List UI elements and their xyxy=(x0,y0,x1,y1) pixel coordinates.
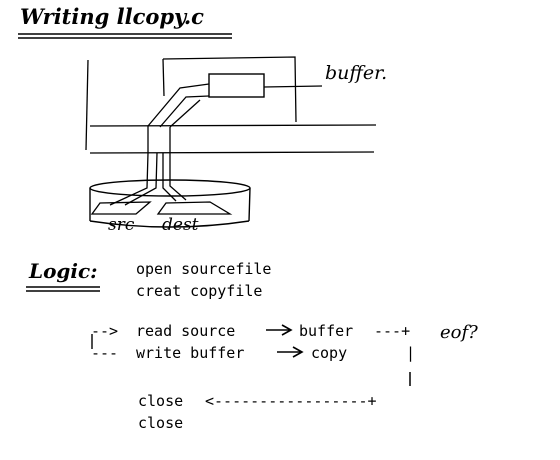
close-line-2: close xyxy=(138,414,184,432)
eof-label: eof? xyxy=(440,322,478,343)
process-outline xyxy=(85,56,377,154)
write-arrow xyxy=(277,346,304,358)
logic-underline xyxy=(26,286,100,292)
loop-read-target: buffer xyxy=(299,322,354,340)
page-title: Writing llcopy.c xyxy=(20,4,204,29)
loop-write-tail: | xyxy=(406,344,416,362)
loop-marker-top: --> xyxy=(91,322,119,340)
data-flow-pipe xyxy=(109,83,210,206)
logic-line-open: open sourcefile xyxy=(136,260,272,278)
close-line-1: close xyxy=(138,392,184,410)
buffer-label: buffer. xyxy=(325,62,387,84)
buffer-pointer-line xyxy=(263,85,323,88)
loop-write-target: copy xyxy=(311,344,348,362)
loop-read-text: read source xyxy=(136,322,236,340)
src-file-shape xyxy=(90,201,152,215)
buffer-box xyxy=(208,73,265,98)
logic-heading: Logic: xyxy=(29,259,98,283)
close-arrow: <-----------------+ xyxy=(205,392,377,410)
logic-line-creat: creat copyfile xyxy=(136,282,263,300)
dest-label: dest xyxy=(162,215,199,235)
title-underline xyxy=(18,33,232,39)
disk-cylinder xyxy=(89,179,251,228)
dest-file-shape xyxy=(156,201,233,215)
loop-marker-bottom: --- xyxy=(91,344,119,362)
read-arrow xyxy=(266,324,293,336)
loop-read-tail: ---+ xyxy=(374,322,411,340)
loop-write-text: write buffer xyxy=(136,344,245,362)
src-label: src xyxy=(108,215,135,235)
